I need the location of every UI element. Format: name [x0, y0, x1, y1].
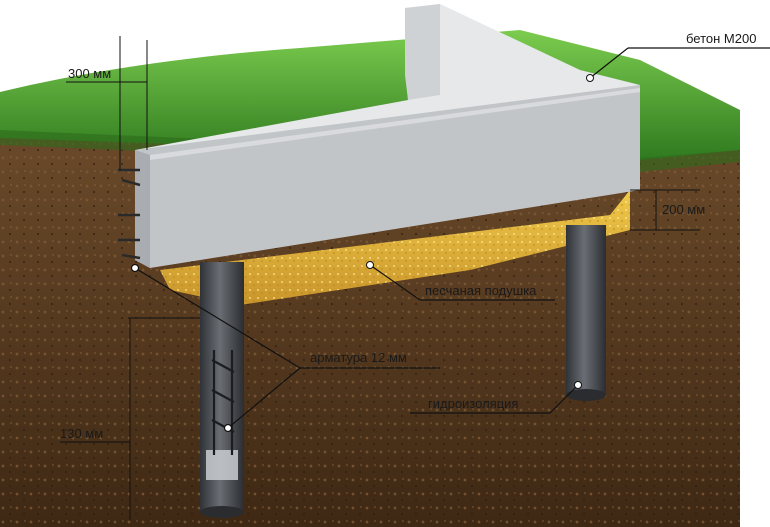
waterproofing-callout: [410, 381, 582, 414]
waterproofing-label: гидроизоляция: [428, 396, 518, 411]
width-label: 300 мм: [68, 66, 111, 81]
sand-callout: [366, 261, 555, 301]
rebar-stubs: [118, 168, 141, 260]
dimension-200: [630, 189, 700, 231]
concrete-callout: [586, 47, 770, 82]
concrete-grillage: [135, 4, 640, 268]
pile-left: [200, 262, 244, 518]
sand-cushion: [160, 190, 630, 305]
dimension-300: [66, 36, 148, 170]
pile-right: [566, 225, 606, 401]
depth-label: 130 мм: [60, 426, 103, 441]
concrete-label: бетон М200: [686, 31, 756, 46]
cushion-thickness-label: 200 мм: [662, 202, 705, 217]
rebar-label: арматура 12 мм: [310, 350, 407, 365]
rebar-callout: [130, 263, 440, 433]
dimension-130: [60, 317, 200, 520]
sand-cushion-label: песчаная подушка: [425, 283, 537, 298]
